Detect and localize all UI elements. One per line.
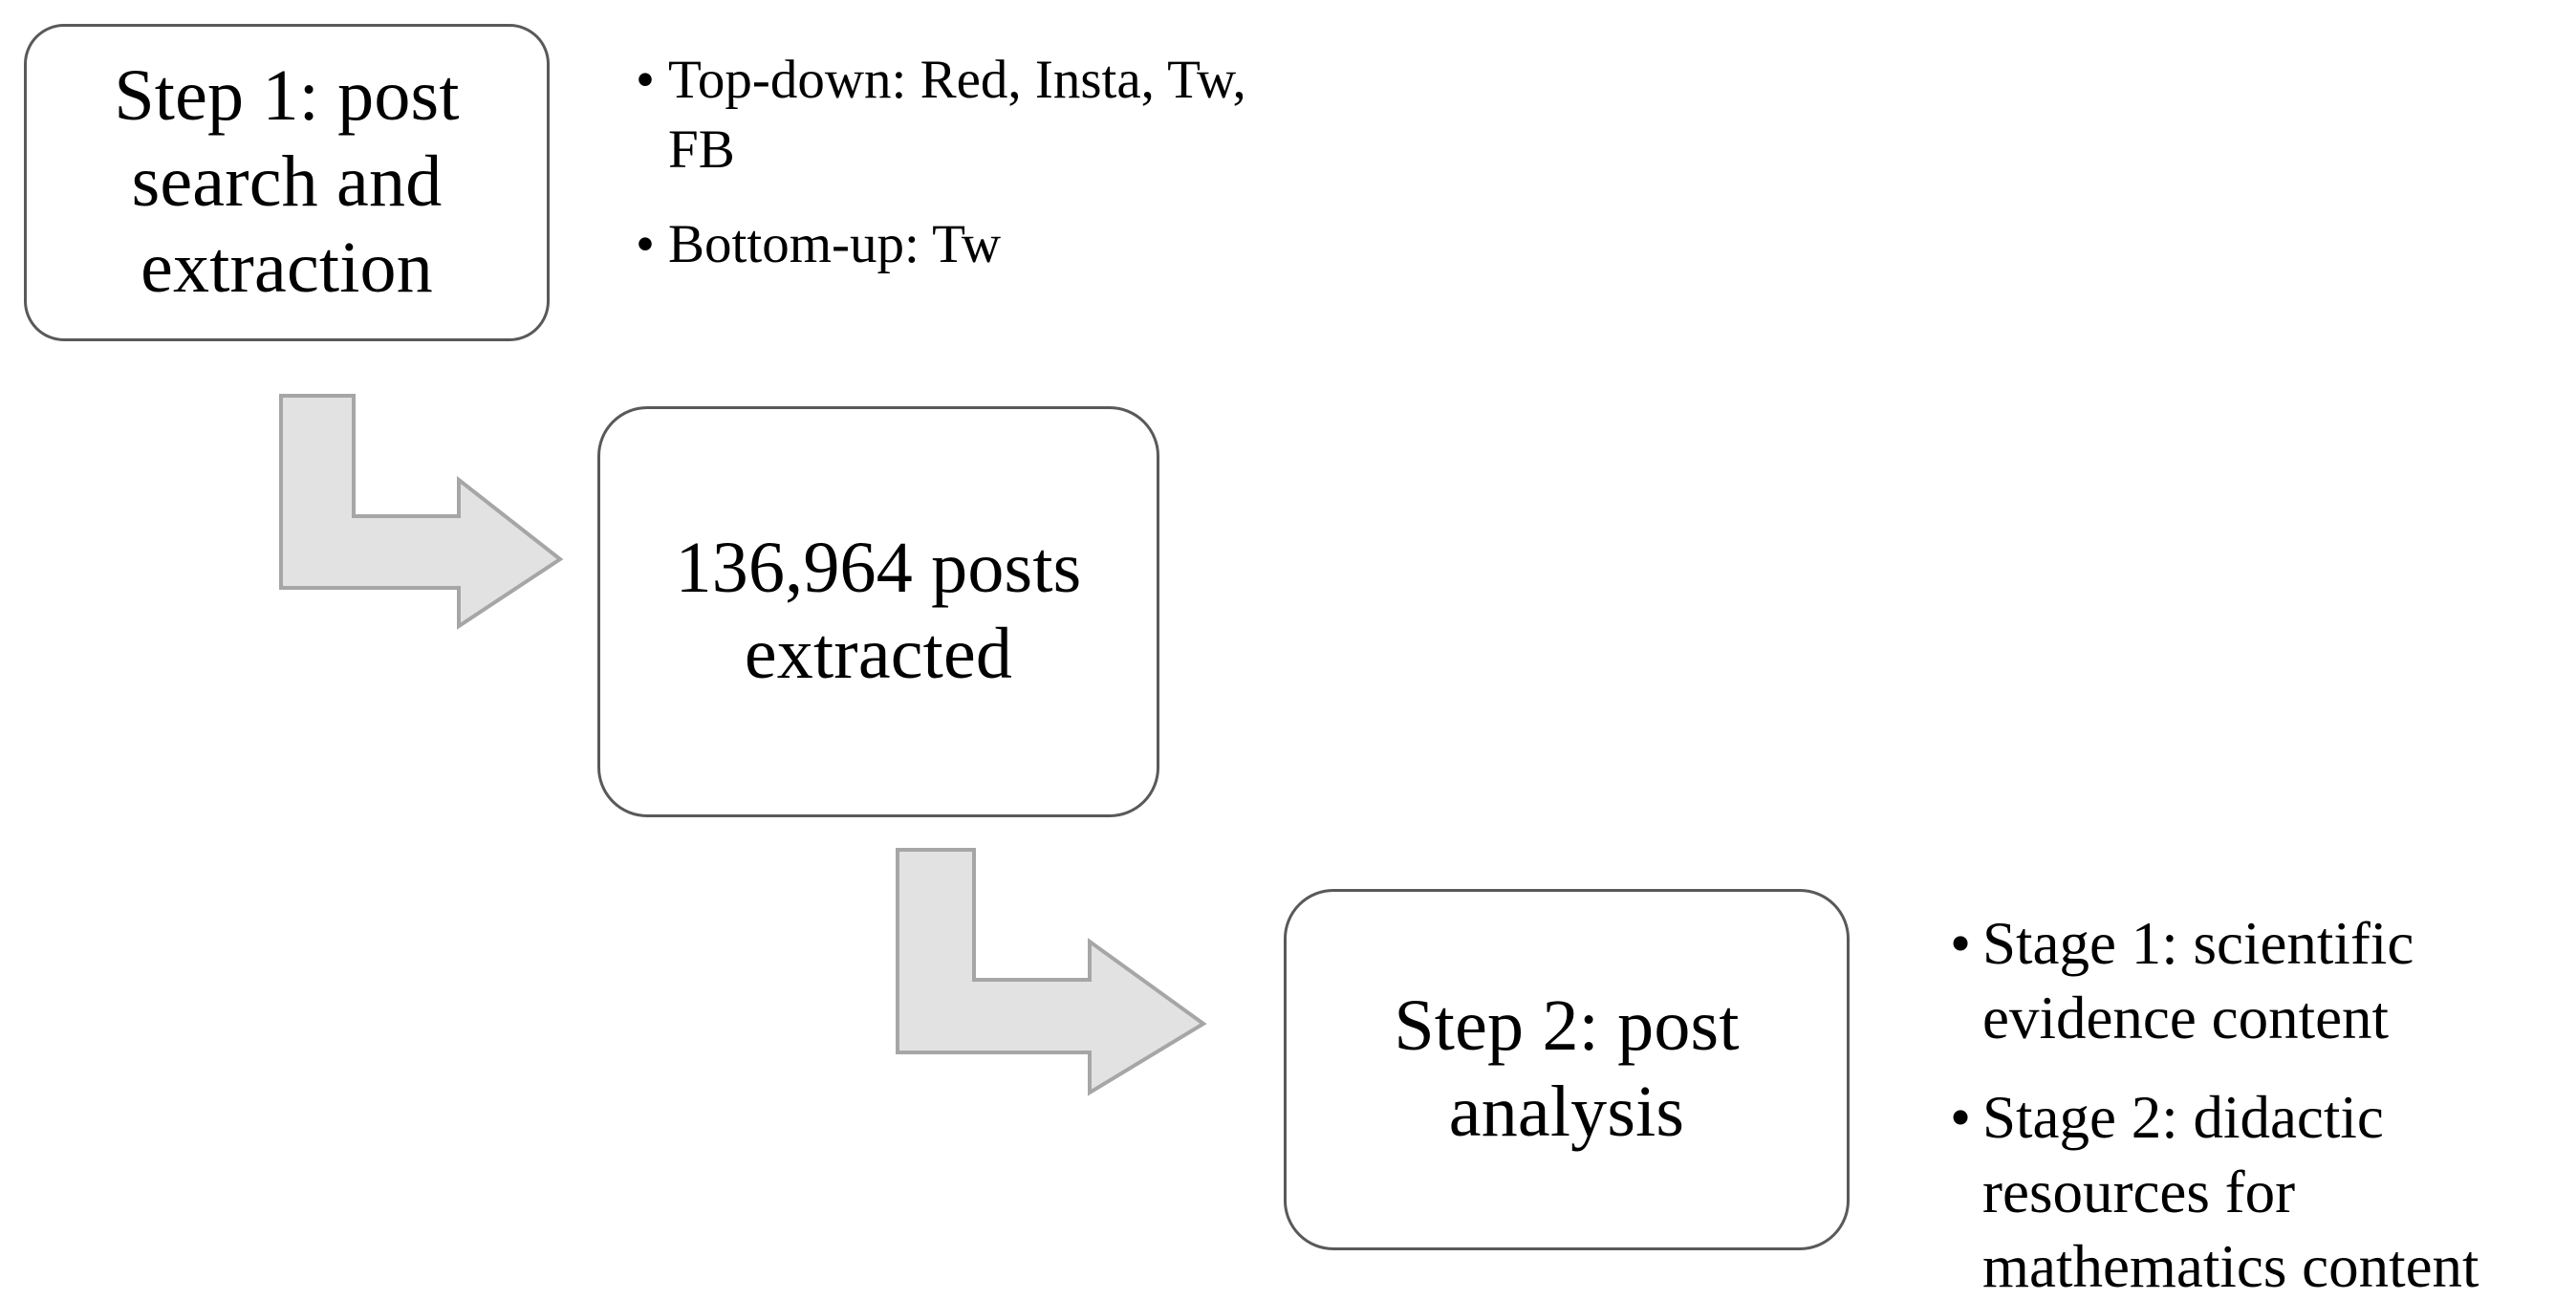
annotation-list-stages: Stage 1: scientific evidence content Sta… <box>1950 906 2576 1300</box>
list-item: Stage 1: scientific evidence content <box>1950 906 2576 1055</box>
list-item: Top-down: Red, Insta, Tw, FB <box>636 46 1324 185</box>
process-box-step-1[interactable]: Step 1: post search and extraction <box>24 24 550 341</box>
process-box-post-count[interactable]: 136,964 posts extracted <box>597 406 1159 817</box>
process-box-step-1-label: Step 1: post search and extraction <box>114 55 460 308</box>
list-item: Stage 2: didactic resources for mathemat… <box>1950 1080 2576 1300</box>
process-box-step-2-label: Step 2: post analysis <box>1394 986 1740 1152</box>
process-box-post-count-label: 136,964 posts extracted <box>675 528 1082 694</box>
list-item: Bottom-up: Tw <box>636 210 1324 280</box>
elbow-arrow-down-right-icon <box>279 394 564 630</box>
elbow-arrow-down-right-icon <box>896 848 1207 1096</box>
annotation-list-sources: Top-down: Red, Insta, Tw, FB Bottom-up: … <box>636 46 1324 280</box>
process-box-step-2[interactable]: Step 2: post analysis <box>1284 889 1850 1250</box>
